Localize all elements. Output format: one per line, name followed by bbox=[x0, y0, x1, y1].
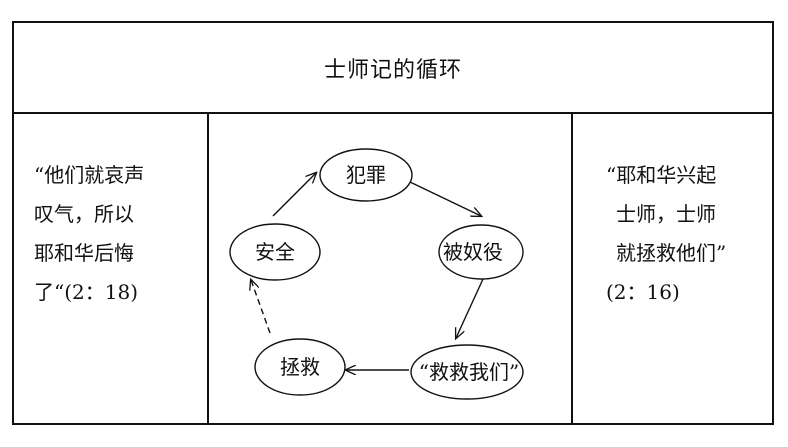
title-row: 士师记的循环 bbox=[14, 23, 772, 114]
node-deliverance-label: 拯救 bbox=[280, 355, 320, 379]
left-quote-line-4: 了“(2：18) bbox=[34, 280, 139, 304]
node-peace-label: 安全 bbox=[255, 240, 295, 264]
cycle-diagram-cell: 犯罪 被奴役 “救救我们” 拯救 安全 bbox=[209, 114, 571, 423]
node-cry-label: “救救我们” bbox=[419, 360, 519, 384]
node-servitude-label: 被奴役 bbox=[443, 240, 503, 264]
node-sin-label: 犯罪 bbox=[346, 163, 386, 187]
arrow-sin-to-servitude bbox=[409, 181, 481, 216]
node-servitude: 被奴役 bbox=[438, 224, 524, 280]
left-quote: “他们就哀声 叹气，所以 耶和华后悔 了“(2：18) bbox=[34, 156, 144, 312]
arrow-deliverance-to-peace bbox=[251, 280, 271, 334]
left-quote-line-2: 叹气，所以 bbox=[34, 202, 134, 226]
cycle-table: 士师记的循环 “他们就哀声 叹气，所以 耶和华后悔 了“(2：18) bbox=[12, 21, 774, 425]
node-cry-ellipse bbox=[410, 344, 524, 400]
cycle-diagram: 犯罪 被奴役 “救救我们” 拯救 安全 bbox=[229, 148, 524, 400]
right-quote-line-2: 士师，士师 bbox=[616, 202, 716, 226]
node-servitude-ellipse bbox=[438, 224, 524, 280]
page-title: 士师记的循环 bbox=[323, 57, 462, 83]
right-quote: “耶和华兴起 士师，士师 就拯救他们” (2：16) bbox=[606, 156, 726, 312]
arrow-peace-to-sin bbox=[272, 173, 316, 217]
node-peace: 安全 bbox=[229, 223, 321, 281]
node-sin: 犯罪 bbox=[319, 148, 413, 202]
arrow-servitude-to-cry bbox=[456, 278, 484, 338]
right-quote-line-1: “耶和华兴起 bbox=[606, 163, 717, 187]
node-cry: “救救我们” bbox=[410, 344, 524, 400]
right-quote-line-4: (2：16) bbox=[606, 280, 680, 304]
right-quote-line-3: 就拯救他们” bbox=[616, 241, 727, 265]
node-deliverance: 拯救 bbox=[254, 338, 346, 396]
left-quote-cell: “他们就哀声 叹气，所以 耶和华后悔 了“(2：18) bbox=[14, 114, 209, 423]
node-deliverance-ellipse bbox=[254, 338, 346, 396]
right-quote-cell: “耶和华兴起 士师，士师 就拯救他们” (2：16) bbox=[571, 114, 772, 423]
node-sin-ellipse bbox=[319, 148, 413, 202]
left-quote-line-3: 耶和华后悔 bbox=[34, 241, 134, 265]
left-quote-line-1: “他们就哀声 bbox=[34, 163, 145, 187]
node-peace-ellipse bbox=[229, 223, 321, 281]
